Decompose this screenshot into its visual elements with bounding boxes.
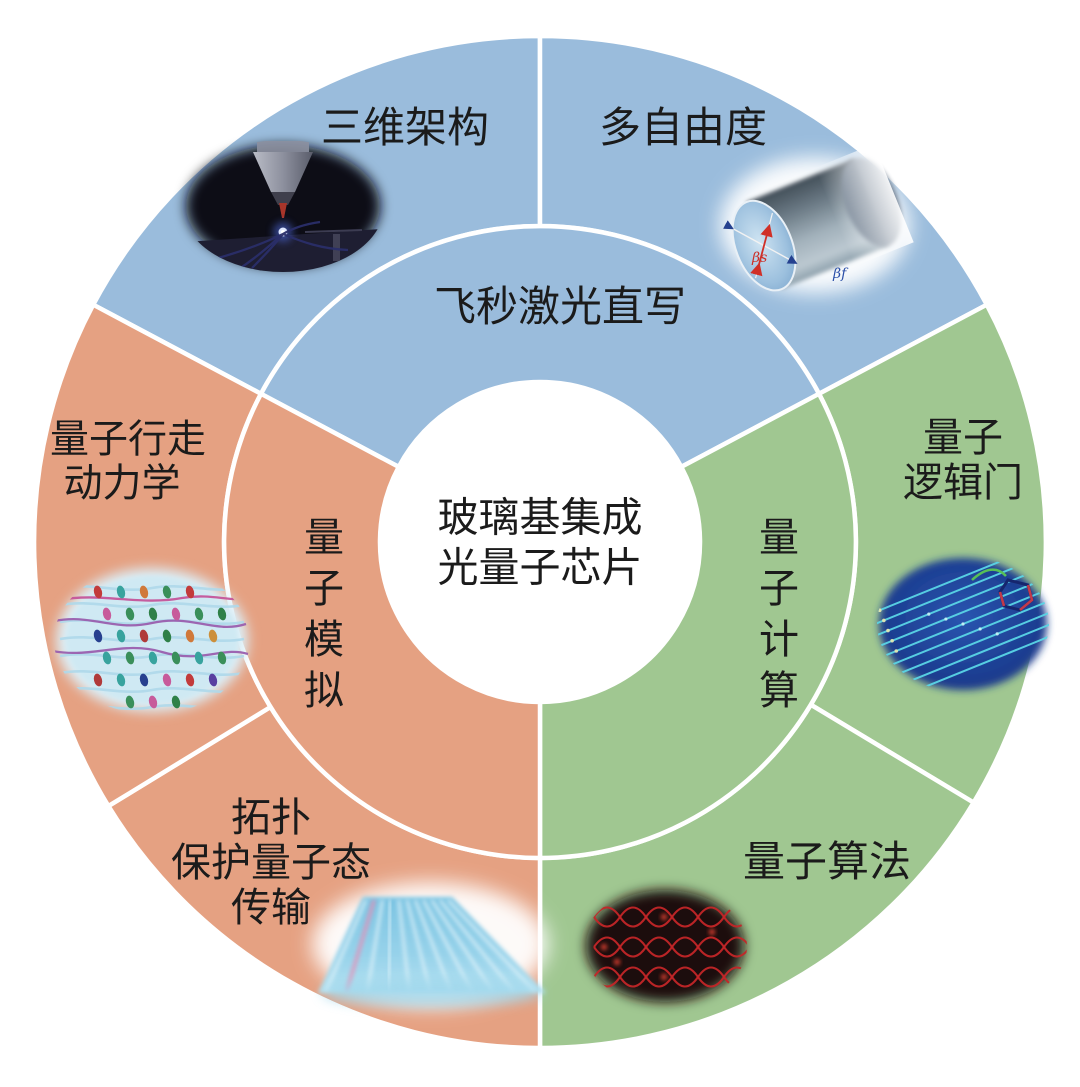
label-femtosecond-laser-direct-writing: 飞秒激光直写 <box>433 282 687 331</box>
label-quantum-computing: 量子计算 <box>752 516 798 720</box>
center-title-line2: 光量子芯片 <box>437 543 643 592</box>
laser-writing-photo <box>185 141 381 272</box>
label-quantum-walk-line1: 量子行走 <box>49 417 207 463</box>
quantum-algorithm-mesh-image <box>586 890 747 1002</box>
label-topological-line3: 传输 <box>231 885 311 931</box>
slow-axis-arrow <box>750 223 773 277</box>
center-title-line1: 玻璃基集成 <box>437 493 643 542</box>
label-quantum-logic-gates-line1: 量子 <box>923 415 1003 461</box>
label-multiple-degrees-of-freedom: 多自由度 <box>598 103 768 152</box>
inner-ring <box>221 224 859 861</box>
photonic-chip-image <box>877 556 1049 692</box>
label-quantum-walk-line2: 动力学 <box>63 461 181 507</box>
label-topological-line2: 保护量子态 <box>171 840 371 886</box>
beta-f-label: βf <box>832 266 849 282</box>
fiber-modes-illustration: βs βf <box>720 144 914 293</box>
center-hub <box>380 382 700 702</box>
quantum-walk-network-image <box>54 568 249 712</box>
label-quantum-algorithms: 量子算法 <box>742 837 912 886</box>
waveguide-array-image <box>312 882 548 1007</box>
label-quantum-logic-gates-line2: 逻辑门 <box>903 460 1023 506</box>
beta-s-label: βs <box>751 250 767 266</box>
label-quantum-simulation: 量子模拟 <box>297 516 343 720</box>
label-three-dimensional-architecture: 三维架构 <box>320 103 490 152</box>
label-topological-line1: 拓扑 <box>231 795 311 841</box>
